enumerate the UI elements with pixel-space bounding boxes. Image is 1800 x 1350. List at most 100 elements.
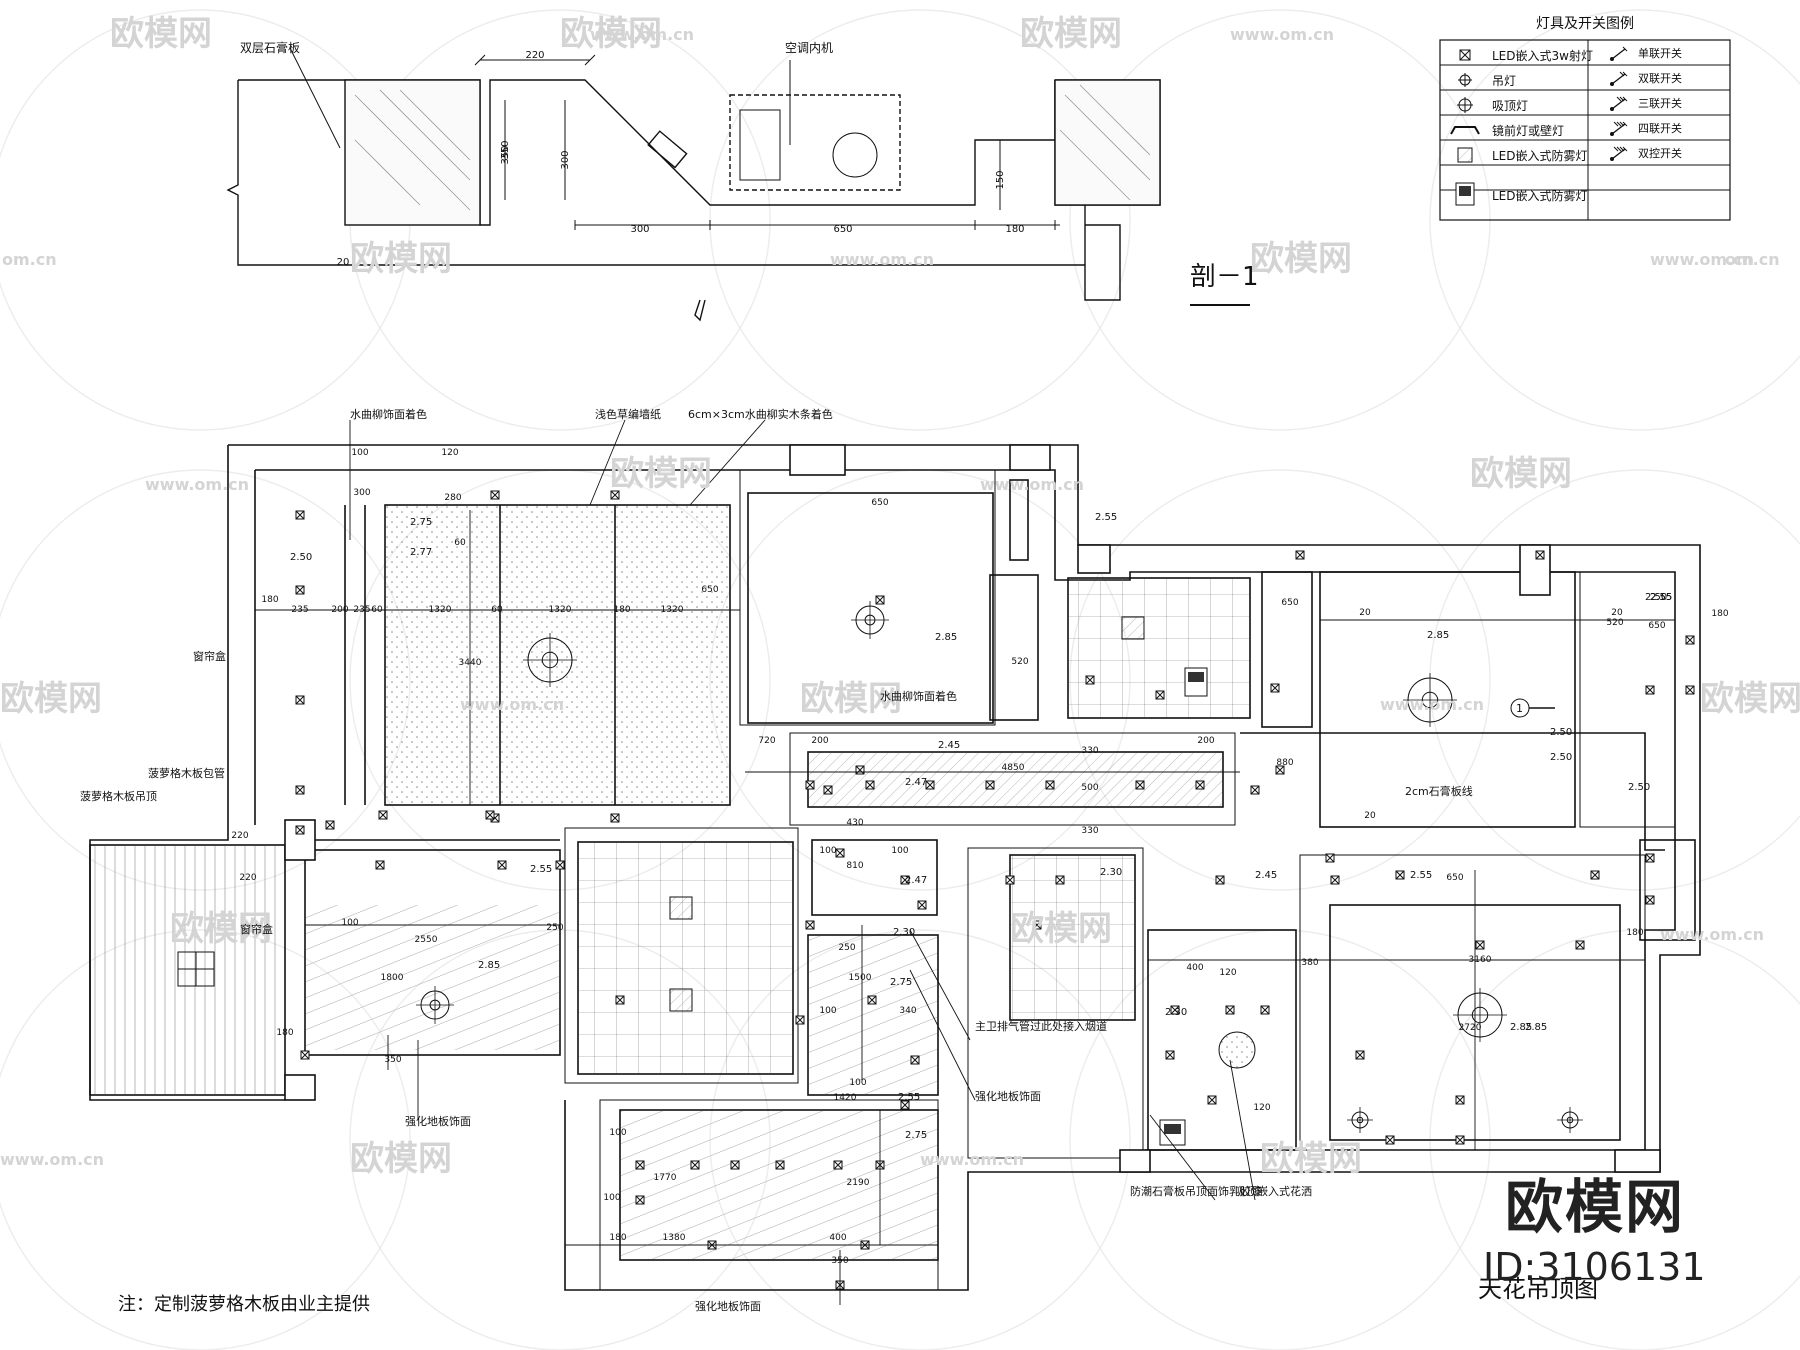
plan-dim-11: 235 [291,605,308,615]
plan-dim-0: 100 [351,448,368,458]
spot-light-icon [325,820,335,830]
spot-light-icon [485,810,495,820]
plan-dim-67: 180 [276,1028,293,1038]
spot-light-icon [1260,1005,1270,1015]
spot-light-icon [295,825,305,835]
section-label-ac: 空调内机 [785,41,833,55]
plan-dim-66: 220 [239,873,256,883]
watermark-url-7: www.om.cn [1380,695,1484,714]
plan-dim-51: 400 [829,1233,846,1243]
pendant-light-icon [1557,1107,1583,1133]
elevation-26: 2.85 [1510,1022,1532,1033]
plan-dim-20: 200 [811,736,828,746]
elevation-5: 2.45 [938,740,960,751]
plan-dim-28: 20 [1359,608,1371,618]
elevation-8: 2.85 [1427,630,1449,641]
watermark-url-8: www.om.cn [1660,925,1764,944]
plan-dim-52: 180 [609,1233,626,1243]
spot-light-icon [1155,690,1165,700]
elevation-4: 2.55 [1095,512,1117,523]
spot-light-icon [1170,1005,1180,1015]
plan-dim-29: 20 [1364,811,1376,821]
spot-light-icon [1475,940,1485,950]
spot-light-icon [910,1055,920,1065]
fog-panel-icon [1184,667,1208,697]
callout-c8: 水曲柳饰面着色 [880,689,957,703]
spot-light-icon [1355,1050,1365,1060]
plan-dim-62: 650 [1446,873,1463,883]
pendant-light-icon [1453,988,1507,1042]
spot-light-icon [775,1160,785,1170]
spot-light-icon [635,1160,645,1170]
spot-light-icon [295,585,305,595]
spot-light-icon [1207,1095,1217,1105]
spot-light-icon [900,875,910,885]
plan-dim-13: 235 [353,605,370,615]
elevation-16: 2.30 [1100,867,1122,878]
pendant-light-icon [523,633,577,687]
legend-row-switch-4: 双控开关 [1638,146,1682,160]
plan-dim-57: 120 [1219,968,1236,978]
legend-row-label-3: 镜前灯或壁灯 [1492,123,1564,138]
fog-light-icon [669,896,693,920]
spot-light-icon [730,1160,740,1170]
spot-light-icon [295,785,305,795]
plan-dim-50: 1380 [663,1233,686,1243]
legend-row-label-4: LED嵌入式防雾灯 [1492,148,1588,163]
spot-light-icon [1590,870,1600,880]
elevation-17: 2.75 [890,977,912,988]
watermark-text-4: 欧模网 [1250,239,1352,279]
pendant-light-icon [1403,673,1457,727]
pendant-light-icon [1347,1107,1373,1133]
plan-dim-16: 180 [613,605,630,615]
spot-light-icon [1225,1005,1235,1015]
dual-control-switch-icon [1610,146,1628,161]
plan-dim-3: 280 [444,493,461,503]
spot-light-icon [1195,780,1205,790]
plan-dim-17: 650 [701,585,718,595]
plan-dim-18: 520 [1011,657,1028,667]
elevation-9: 2.55 [1650,592,1672,603]
plan-dim-63: 180 [1626,928,1643,938]
spot-light-icon [610,490,620,500]
single-switch-icon [1610,46,1628,61]
elevation-6: 2.47 [905,777,927,788]
watermark-text-5: 欧模网 [610,454,712,494]
legend-row-label-5: LED嵌入式防雾灯 [1492,188,1588,203]
plan-dim-32: 180 [1711,609,1728,619]
elevation-14: 2.85 [478,960,500,971]
watermark-text-13: 欧模网 [1260,1139,1362,1179]
plan-dim-56: 400 [1186,963,1203,973]
legend-title: 灯具及开关图例 [1536,16,1634,32]
plan-dim-39: 810 [846,861,863,871]
watermark-text-1: 欧模网 [560,14,662,54]
elevation-21: 2.45 [1255,870,1277,881]
spot-light-icon [1645,685,1655,695]
plan-dim-59: 380 [1301,958,1318,968]
elevation-19: 2.75 [905,1130,927,1141]
wallpaper-fill [91,506,1249,1259]
section-marker-icon [1510,698,1555,718]
spot-light-icon [985,780,995,790]
brand-logo-text: 欧模网 [1505,1173,1686,1241]
spot-light-icon [1645,895,1655,905]
spot-light-icon [925,780,935,790]
elevation-24: 2.47 [905,875,927,886]
plan-dim-42: 250 [838,943,855,953]
spot-light-icon [375,860,385,870]
callout-c4: 窗帘盒 [193,649,226,663]
plan-dim-64: 20 [1611,608,1623,618]
callout-c3: 6cm×3cm水曲柳实木条着色 [688,407,833,421]
plan-dim-30: 520 [1606,618,1623,628]
plan-dim-31: 650 [1648,621,1665,631]
plan-dim-8: 1320 [661,605,684,615]
pendant-light-icon [1458,73,1472,87]
section-dim-3: 150 [995,170,1006,189]
plan-dim-48: 1770 [654,1173,677,1183]
plan-dim-61: 2720 [1459,1023,1482,1033]
fog-panel-icon [1455,182,1475,206]
callout-c14: 防潮石膏板吊顶面饰乳胶漆 [1130,1184,1262,1198]
plan-dim-34: 250 [546,923,563,933]
spot-light-icon [300,1050,310,1060]
